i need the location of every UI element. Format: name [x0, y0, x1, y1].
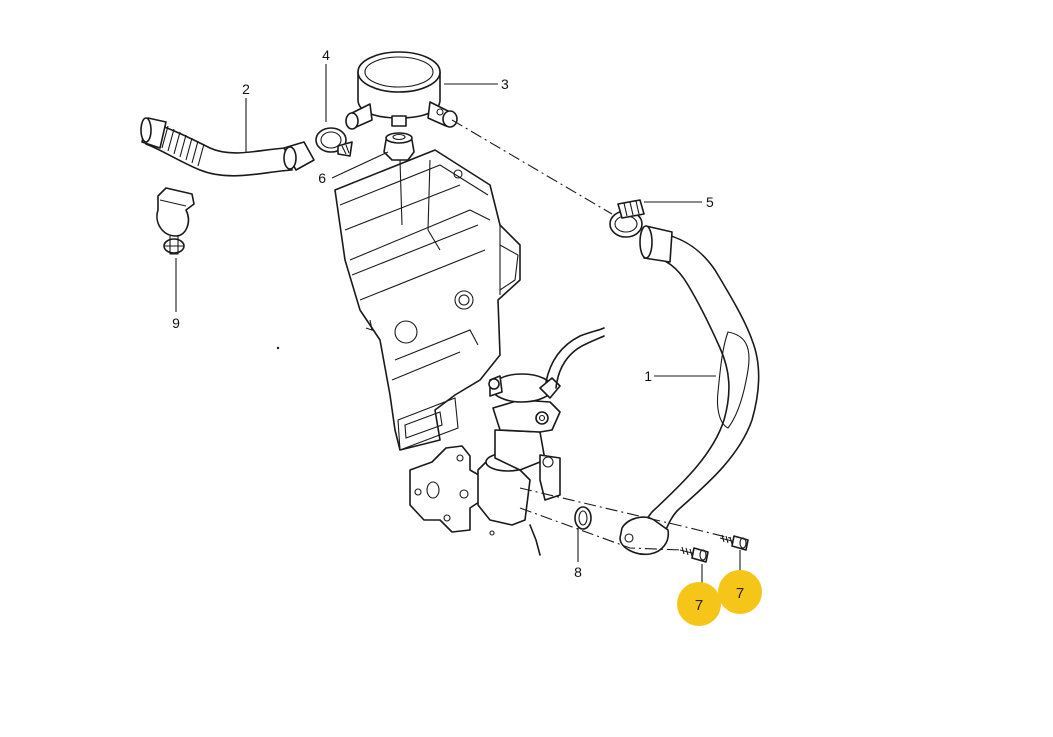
part-3-valve: [345, 51, 458, 130]
callout-7b: 7: [736, 585, 744, 602]
engine-block: [276, 149, 521, 451]
callout-8: 8: [574, 564, 582, 580]
part-5-clamp: [609, 199, 645, 238]
part-7-bolt-a: [679, 546, 709, 563]
callout-3: 3: [501, 76, 509, 92]
callout-2: 2: [242, 81, 250, 97]
callout-6: 6: [318, 170, 326, 186]
part-8-seal: [574, 506, 592, 530]
part-2-hose: [140, 117, 315, 177]
highlight-marker-7a[interactable]: [677, 582, 721, 626]
callout-5: 5: [706, 194, 714, 210]
part-7-bolt-b: [719, 534, 749, 551]
callout-9: 9: [172, 315, 180, 331]
leader-lines: [175, 64, 741, 592]
part-6-grommet: [383, 132, 415, 161]
egr-valve-assembly: [409, 327, 605, 556]
part-1-pipe: [619, 225, 760, 556]
callout-1: 1: [644, 368, 652, 384]
part-4-clamp: [315, 127, 353, 157]
highlight-marker-7b[interactable]: [718, 570, 762, 614]
callout-7a: 7: [695, 597, 703, 614]
callout-4: 4: [322, 47, 330, 63]
alignment-lines: [451, 119, 731, 551]
part-9-clip: [156, 187, 195, 255]
